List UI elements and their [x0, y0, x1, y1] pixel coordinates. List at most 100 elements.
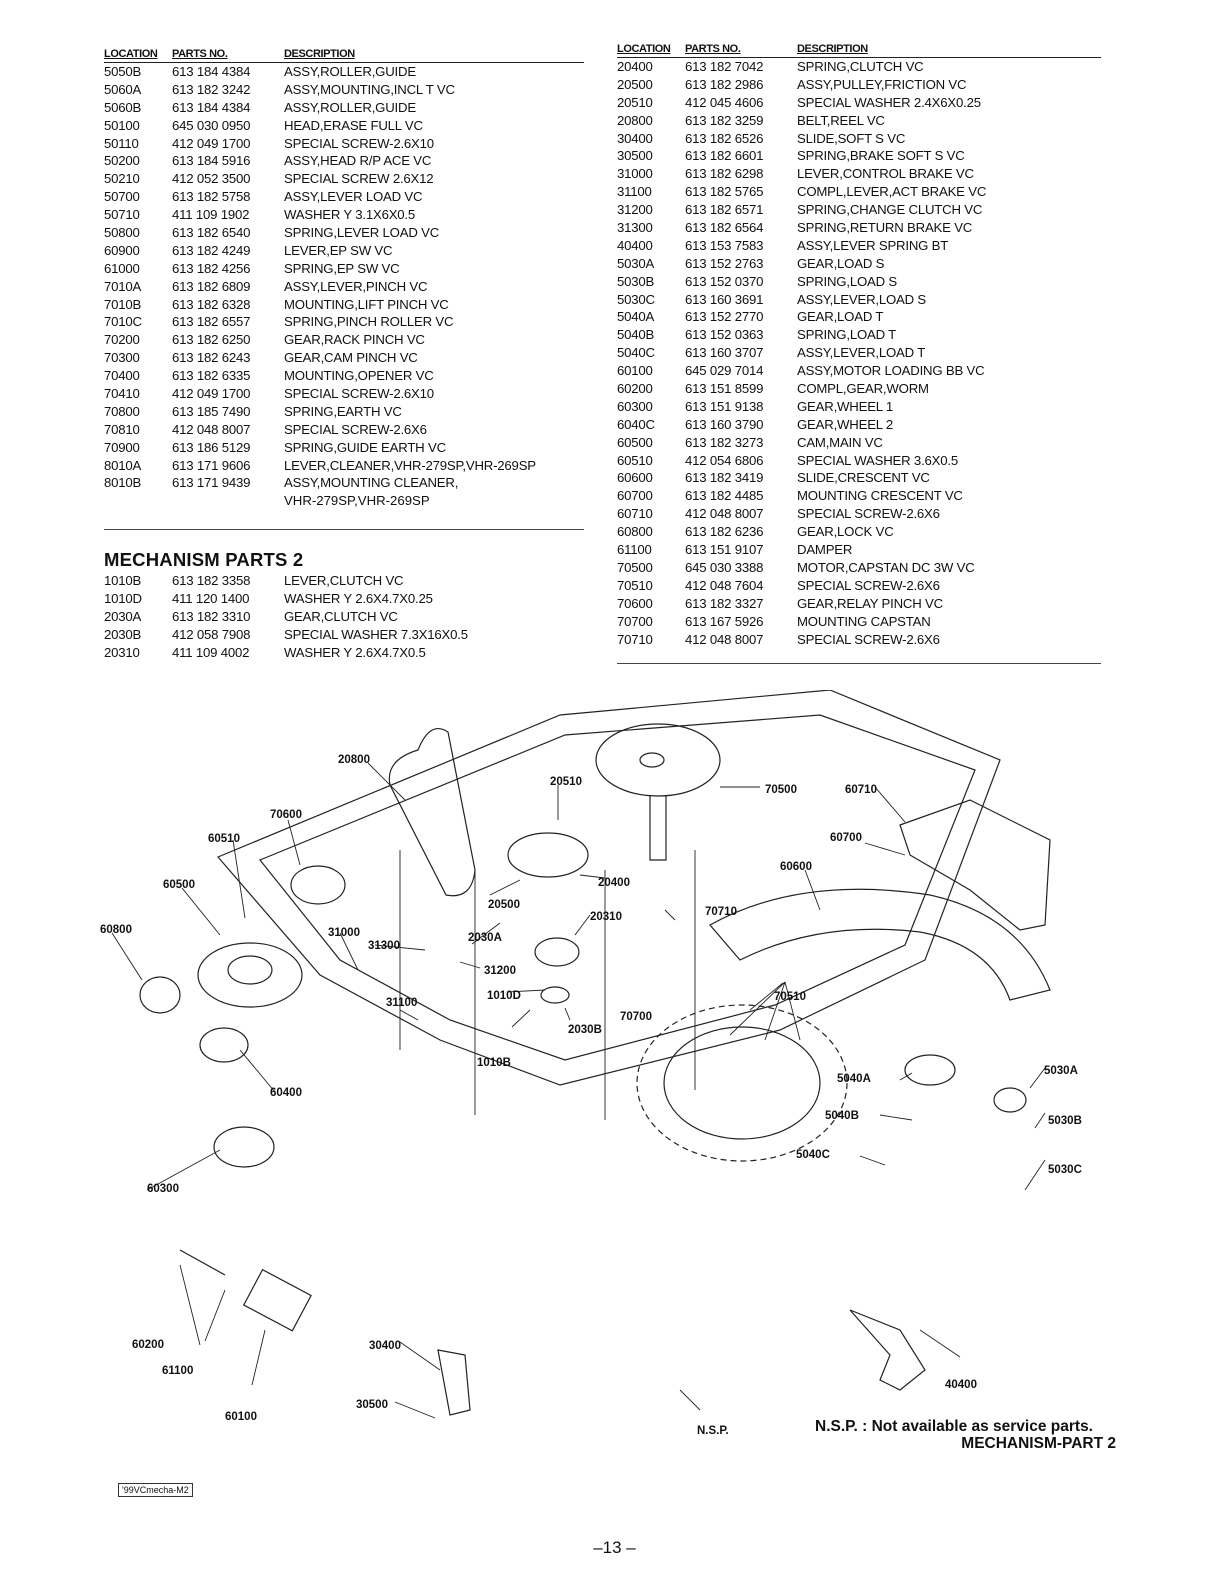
cell-parts-no: 613 182 6557: [172, 314, 251, 330]
cell-description: LEVER,CLEANER,VHR-279SP,VHR-269SP: [284, 457, 536, 473]
cell-location: 50800: [104, 225, 140, 241]
label-61100: 61100: [162, 1365, 193, 1377]
table-row: 50210 412 052 3500 SPECIAL SCREW 2.6X12: [104, 170, 584, 188]
cell-location: 1010B: [104, 573, 142, 588]
cell-description: ASSY,MOUNTING,INCL T VC: [284, 81, 455, 97]
label-60200: 60200: [132, 1339, 164, 1351]
cell-parts-no: 613 151 9107: [685, 542, 764, 558]
cell-location: 60600: [617, 470, 653, 486]
cell-parts-no: 645 030 3388: [685, 559, 764, 575]
cell-location: 50210: [104, 171, 140, 187]
cell-location: 31300: [617, 220, 653, 236]
cell-location: 50100: [104, 117, 140, 133]
cell-description: SPECIAL SCREW-2.6X6: [797, 506, 940, 522]
header-parts-no: PARTS NO.: [172, 48, 228, 60]
bracket-60700: [899, 799, 1051, 931]
cell-description: ASSY,ROLLER,GUIDE: [284, 99, 416, 115]
cell-description: SPECIAL SCREW-2.6X6: [797, 577, 940, 593]
cell-parts-no: 412 049 1700: [172, 135, 251, 151]
cell-description: SPECIAL WASHER 7.3X16X0.5: [284, 626, 468, 642]
cell-location: 61100: [617, 542, 652, 558]
label-31200: 31200: [484, 965, 516, 977]
diagram-title: MECHANISM-PART 2: [961, 1435, 1116, 1452]
cell-description: SPRING,BRAKE SOFT S VC: [797, 148, 965, 164]
cell-parts-no: 613 182 6298: [685, 166, 764, 182]
cell-location: 30400: [617, 130, 653, 146]
label-5030A: 5030A: [1044, 1065, 1078, 1077]
gear-2030A: [534, 937, 580, 967]
cell-description: MOUNTING CAPSTAN: [797, 613, 931, 629]
cell-parts-no: 613 160 3707: [685, 345, 764, 361]
cell-description: ASSY,LEVER SPRING BT: [797, 237, 949, 253]
worm-gear: [179, 1249, 226, 1276]
gear-5040A: [904, 1054, 956, 1086]
cell-location: 31100: [617, 184, 652, 200]
cell-parts-no: 613 184 5916: [172, 153, 251, 169]
gear-70600: [290, 865, 346, 905]
cell-location: 20310: [104, 644, 140, 660]
cell-description: GEAR,RACK PINCH VC: [284, 332, 425, 348]
cell-parts-no: 412 054 6806: [685, 452, 764, 468]
header-parts-no: PARTS NO.: [685, 43, 741, 55]
cell-location: 60800: [617, 524, 653, 540]
cell-location: 70410: [104, 386, 140, 402]
cell-description: SPECIAL SCREW 2.6X12: [284, 171, 434, 187]
cell-parts-no: 613 182 6335: [172, 368, 251, 384]
label-60400: 60400: [270, 1087, 302, 1099]
cell-description: CAM,MAIN VC: [797, 434, 883, 450]
cell-location: 5040C: [617, 345, 655, 361]
label-2030A: 2030A: [468, 932, 502, 944]
cell-location: 5060A: [104, 81, 142, 97]
loading-motor: [242, 1268, 312, 1332]
label-5040B: 5040B: [825, 1110, 859, 1122]
cell-description: SPRING,CHANGE CLUTCH VC: [797, 202, 983, 218]
divider-right: [617, 663, 1101, 664]
cell-description: ASSY,MOTOR LOADING BB VC: [797, 363, 985, 379]
cell-description: LEVER,EP SW VC: [284, 242, 393, 258]
label-60300: 60300: [147, 1183, 179, 1195]
header-description: DESCRIPTION: [797, 43, 868, 55]
cell-description: SPRING,CLUTCH VC: [797, 59, 924, 74]
table-right-header: LOCATION PARTS NO. DESCRIPTION: [617, 43, 1101, 58]
label-31100: 31100: [386, 997, 417, 1009]
cell-parts-no: 613 184 4384: [172, 64, 251, 79]
cell-location: 7010B: [104, 296, 142, 312]
cell-location: 60900: [104, 242, 140, 258]
cell-parts-no: 613 160 3790: [685, 416, 764, 432]
cell-description: SLIDE,SOFT S VC: [797, 130, 906, 146]
label-70600: 70600: [270, 809, 302, 821]
cell-description: SPRING,LOAD S: [797, 273, 897, 289]
label-2030B: 2030B: [568, 1024, 602, 1036]
cell-location: 5050B: [104, 64, 142, 79]
cell-description: ASSY,ROLLER,GUIDE: [284, 64, 416, 79]
cell-parts-no: 613 151 9138: [685, 398, 764, 414]
cell-location: 60700: [617, 488, 653, 504]
gear-60800: [139, 976, 181, 1014]
cell-parts-no: 412 052 3500: [172, 171, 251, 187]
gear-60400: [199, 1027, 249, 1063]
gear-60300: [213, 1126, 275, 1168]
label-20310: 20310: [590, 911, 622, 923]
cell-location: 50110: [104, 135, 139, 151]
cell-location: 5030A: [617, 255, 655, 271]
lever-40400: [849, 1309, 926, 1391]
cell-description: WASHER Y 2.6X4.7X0.5: [284, 644, 426, 660]
cell-location: 70510: [617, 577, 653, 593]
